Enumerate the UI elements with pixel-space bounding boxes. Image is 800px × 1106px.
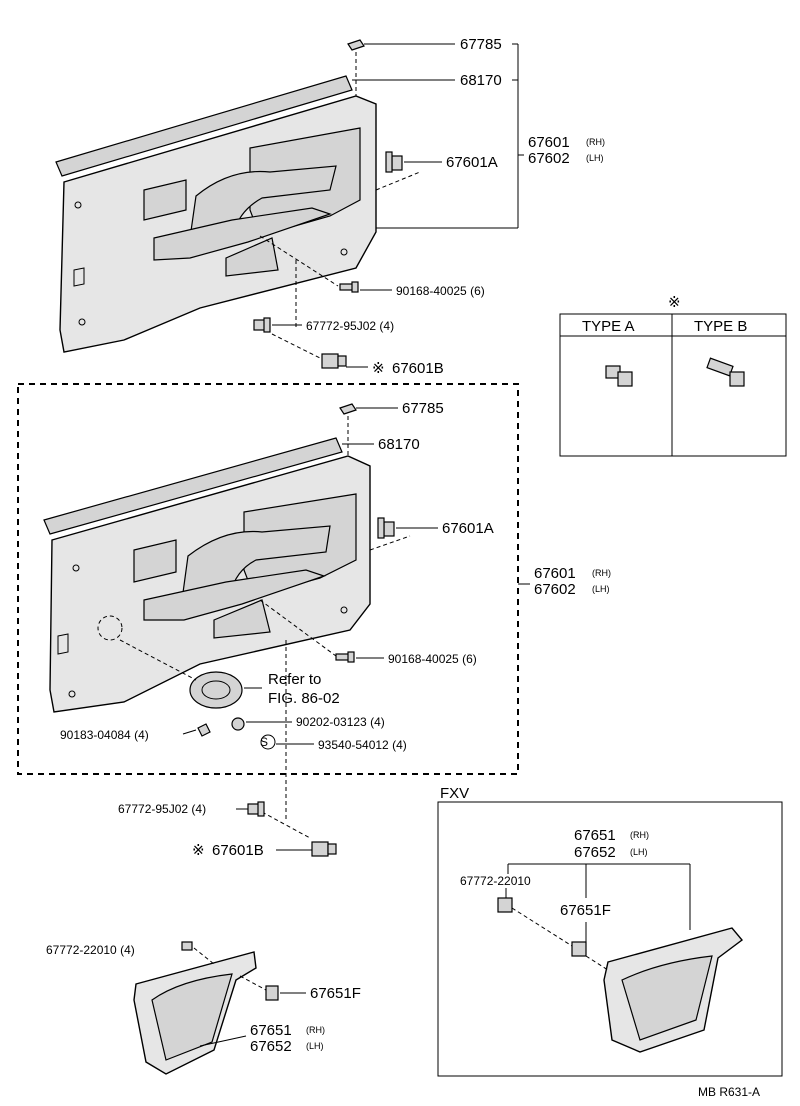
label-67785-upper: 67785 <box>460 36 502 53</box>
clip-67601A-middle <box>377 517 395 539</box>
label-67601-upper: 67601 <box>528 134 570 151</box>
label-67772-22010-left: 67772-22010 (4) <box>46 943 135 957</box>
dash-lower-left-1 <box>193 947 215 965</box>
fxv-clip-67772-22010 <box>497 897 513 913</box>
middle-door-trim-panel <box>43 437 371 713</box>
label-93540: 93540-54012 (4) <box>318 738 407 752</box>
label-67602-middle: 67602 <box>534 581 576 598</box>
label-67601-middle: 67601 <box>534 565 576 582</box>
dash-lower-left-2 <box>239 975 267 991</box>
label-rh-lower-left: (RH) <box>306 1025 325 1035</box>
ref-mark-lower: ※ <box>192 842 205 859</box>
clip-67785-middle <box>339 403 357 415</box>
label-68170-upper: 68170 <box>460 72 502 89</box>
label-90168-middle: 90168-40025 (6) <box>388 652 477 666</box>
screw-93540-marker <box>260 734 276 750</box>
label-rh-upper: (RH) <box>586 137 605 147</box>
screw-90168-upper <box>339 281 359 293</box>
label-67651F-fxv: 67651F <box>560 902 611 919</box>
clip-67651F-left <box>265 985 279 1001</box>
nut-90183 <box>197 723 211 737</box>
fxv-leader-lines <box>505 863 691 971</box>
clip-67601B-lower <box>311 841 337 857</box>
fxv-quarter-trim <box>603 927 744 1053</box>
middle-leader-lines <box>119 407 530 839</box>
rear-quarter-trim <box>133 951 257 1075</box>
label-67602-upper: 67602 <box>528 150 570 167</box>
label-67651-fxv: 67651 <box>574 827 616 844</box>
label-67652-left: 67652 <box>250 1038 292 1055</box>
label-67601B-lower: 67601B <box>212 842 264 859</box>
upper-leader-lines <box>259 43 524 368</box>
label-67601A-upper: 67601A <box>446 154 498 171</box>
speaker-grille <box>189 671 243 709</box>
type-b-clip <box>706 357 745 387</box>
label-lh-lower-left: (LH) <box>306 1041 324 1051</box>
label-67772-95j02-lower: 67772-95J02 (4) <box>118 802 206 816</box>
label-90168-upper: 90168-40025 (6) <box>396 284 485 298</box>
refer-to-label: Refer to <box>268 671 321 688</box>
label-67772-22010-fxv: 67772-22010 <box>460 874 531 888</box>
leader-67651-left <box>199 1035 247 1047</box>
type-b-label: TYPE B <box>694 318 747 335</box>
clip-67772-upper <box>253 317 271 333</box>
type-a-label: TYPE A <box>582 318 635 335</box>
clip-67601B-upper <box>321 353 347 369</box>
clip-67772-22010-left <box>181 941 193 951</box>
fxv-box <box>437 801 783 1077</box>
label-67601B-upper: 67601B <box>392 360 444 377</box>
type-a-clip <box>605 365 633 387</box>
label-67785-middle: 67785 <box>402 400 444 417</box>
label-rh-fxv: (RH) <box>630 830 649 840</box>
type-table <box>559 313 787 457</box>
label-rh-middle: (RH) <box>592 568 611 578</box>
s-marker-label: S <box>260 735 268 749</box>
label-67601A-middle: 67601A <box>442 520 494 537</box>
fxv-clip-67651F <box>571 941 587 957</box>
label-lh-middle: (LH) <box>592 584 610 594</box>
clip-67785-upper <box>347 39 365 51</box>
washer-90202 <box>231 717 245 731</box>
screw-90168-middle <box>335 651 355 663</box>
label-90202: 90202-03123 (4) <box>296 715 385 729</box>
label-lh-fxv: (LH) <box>630 847 648 857</box>
label-67651-left: 67651 <box>250 1022 292 1039</box>
ref-mark-upper: ※ <box>372 360 385 377</box>
clip-67601A-upper <box>385 151 403 173</box>
label-lh-upper: (LH) <box>586 153 604 163</box>
fxv-label: FXV <box>440 785 469 802</box>
figure-code: MB R631-A <box>698 1085 760 1099</box>
clip-67772-lower <box>247 801 265 817</box>
label-68170-middle: 68170 <box>378 436 420 453</box>
label-67651F-left: 67651F <box>310 985 361 1002</box>
ref-mark-table: ※ <box>668 294 681 311</box>
label-67772-95j02-upper: 67772-95J02 (4) <box>306 319 394 333</box>
label-90183: 90183-04084 (4) <box>60 728 149 742</box>
middle-group-border <box>17 383 519 775</box>
upper-door-trim-panel <box>55 75 377 353</box>
fig-ref-label: FIG. 86-02 <box>268 690 340 707</box>
label-67652-fxv: 67652 <box>574 844 616 861</box>
